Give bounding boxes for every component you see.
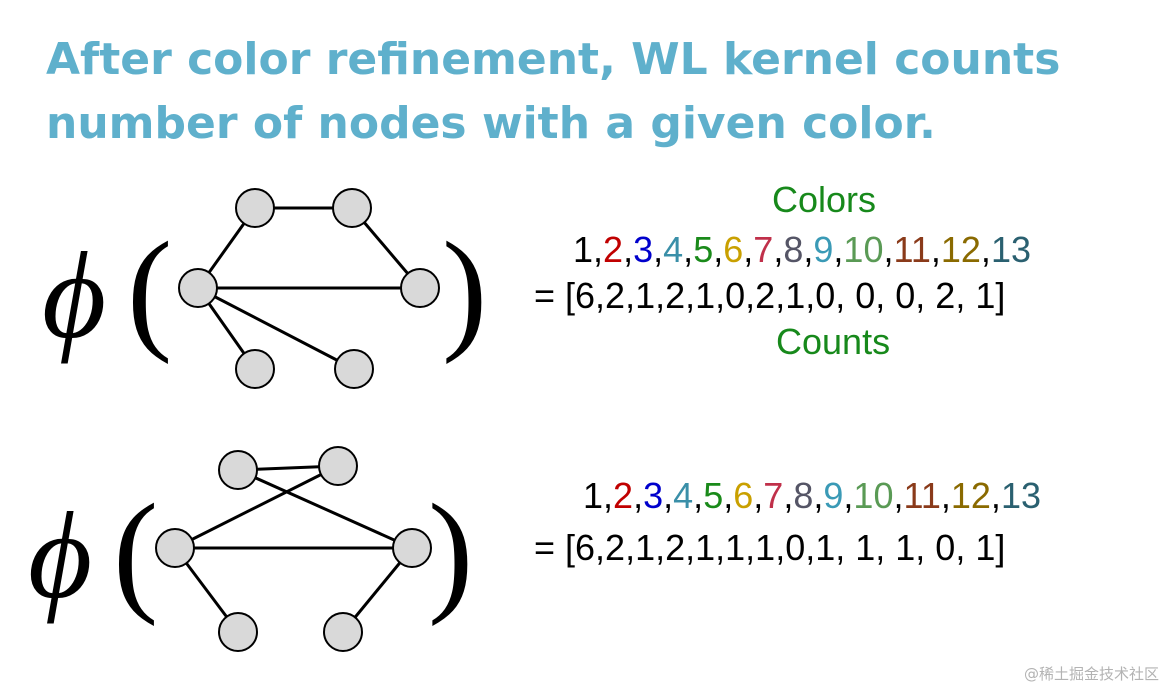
phi-symbol-bottom: ϕ xyxy=(28,487,93,624)
color-index-4: 4 xyxy=(663,229,684,270)
graph-node-E xyxy=(235,349,275,389)
color-index-3: 3 xyxy=(633,229,654,270)
graph-node-A xyxy=(218,450,258,490)
color-index-5: 5 xyxy=(693,229,714,270)
color-index-9: 9 xyxy=(823,475,844,516)
comma-separator: , xyxy=(623,229,634,270)
comma-separator: , xyxy=(713,229,724,270)
color-index-4: 4 xyxy=(673,475,694,516)
color-index-9: 9 xyxy=(813,229,834,270)
open-paren-top: ( xyxy=(127,215,173,365)
graph-node-F xyxy=(323,612,363,652)
color-index-2: 2 xyxy=(603,229,624,270)
comma-separator: , xyxy=(603,475,614,516)
comma-separator: , xyxy=(593,229,604,270)
comma-separator: , xyxy=(930,229,941,270)
graph-node-B xyxy=(332,188,372,228)
color-index-2: 2 xyxy=(613,475,634,516)
count-vector-top: = [6,2,1,2,1,0,2,1,0, 0, 0, 2, 1] xyxy=(534,275,1006,316)
watermark: @稀土掘金技术社区 xyxy=(1023,665,1159,683)
color-index-11: 11 xyxy=(903,475,941,516)
graph-node-A xyxy=(235,188,275,228)
slide-title: After color refinement, WL kernel counts… xyxy=(46,34,1061,149)
comma-separator: , xyxy=(883,229,894,270)
color-index-13: 13 xyxy=(990,229,1031,270)
color-index-1: 1 xyxy=(573,229,594,270)
comma-separator: , xyxy=(753,475,764,516)
comma-separator: , xyxy=(693,475,704,516)
color-index-6: 6 xyxy=(733,475,754,516)
color-index-6: 6 xyxy=(723,229,744,270)
graph-node-D xyxy=(392,528,432,568)
graph-edge-B-C xyxy=(174,464,339,550)
color-index-1: 1 xyxy=(583,475,604,516)
comma-separator: , xyxy=(783,475,794,516)
close-paren-top: ) xyxy=(442,215,488,365)
comma-separator: , xyxy=(743,229,754,270)
comma-separator: , xyxy=(773,229,784,270)
color-index-5: 5 xyxy=(703,475,724,516)
comma-separator: , xyxy=(980,229,991,270)
color-index-13: 13 xyxy=(1000,475,1041,516)
comma-separator: , xyxy=(990,475,1001,516)
color-index-10: 10 xyxy=(853,475,894,516)
comma-separator: , xyxy=(833,229,844,270)
comma-separator: , xyxy=(663,475,674,516)
open-paren-bottom: ( xyxy=(113,477,159,627)
graph-node-C xyxy=(155,528,195,568)
close-paren-bottom: ) xyxy=(428,477,474,627)
color-index-12: 12 xyxy=(940,229,981,270)
comma-separator: , xyxy=(893,475,904,516)
phi-symbol-top: ϕ xyxy=(42,227,107,364)
color-index-3: 3 xyxy=(643,475,664,516)
graph-node-D xyxy=(400,268,440,308)
comma-separator: , xyxy=(653,229,664,270)
comma-separator: , xyxy=(633,475,644,516)
graph-node-B xyxy=(318,446,358,486)
color-index-12: 12 xyxy=(950,475,991,516)
color-index-8: 8 xyxy=(793,475,814,516)
comma-separator: , xyxy=(940,475,951,516)
color-index-row-bottom: 1,2,3,4,5,6,7,8,9,10,11,12,13 xyxy=(583,476,1041,516)
color-index-row-top: 1,2,3,4,5,6,7,8,9,10,11,12,13 xyxy=(573,230,1031,270)
graph-edge-A-D xyxy=(237,468,413,550)
color-index-10: 10 xyxy=(843,229,884,270)
color-index-8: 8 xyxy=(783,229,804,270)
comma-separator: , xyxy=(723,475,734,516)
comma-separator: , xyxy=(803,229,814,270)
color-index-7: 7 xyxy=(763,475,784,516)
graph-edge-C-F xyxy=(197,286,355,371)
color-index-11: 11 xyxy=(893,229,931,270)
graph-node-C xyxy=(178,268,218,308)
counts-label: Counts xyxy=(776,321,891,362)
colors-label: Colors xyxy=(772,179,877,220)
graph-node-F xyxy=(334,349,374,389)
color-index-7: 7 xyxy=(753,229,774,270)
comma-separator: , xyxy=(813,475,824,516)
comma-separator: , xyxy=(843,475,854,516)
count-vector-bottom: = [6,2,1,2,1,1,1,0,1, 1, 1, 0, 1] xyxy=(534,527,1006,568)
graph-node-E xyxy=(218,612,258,652)
comma-separator: , xyxy=(683,229,694,270)
